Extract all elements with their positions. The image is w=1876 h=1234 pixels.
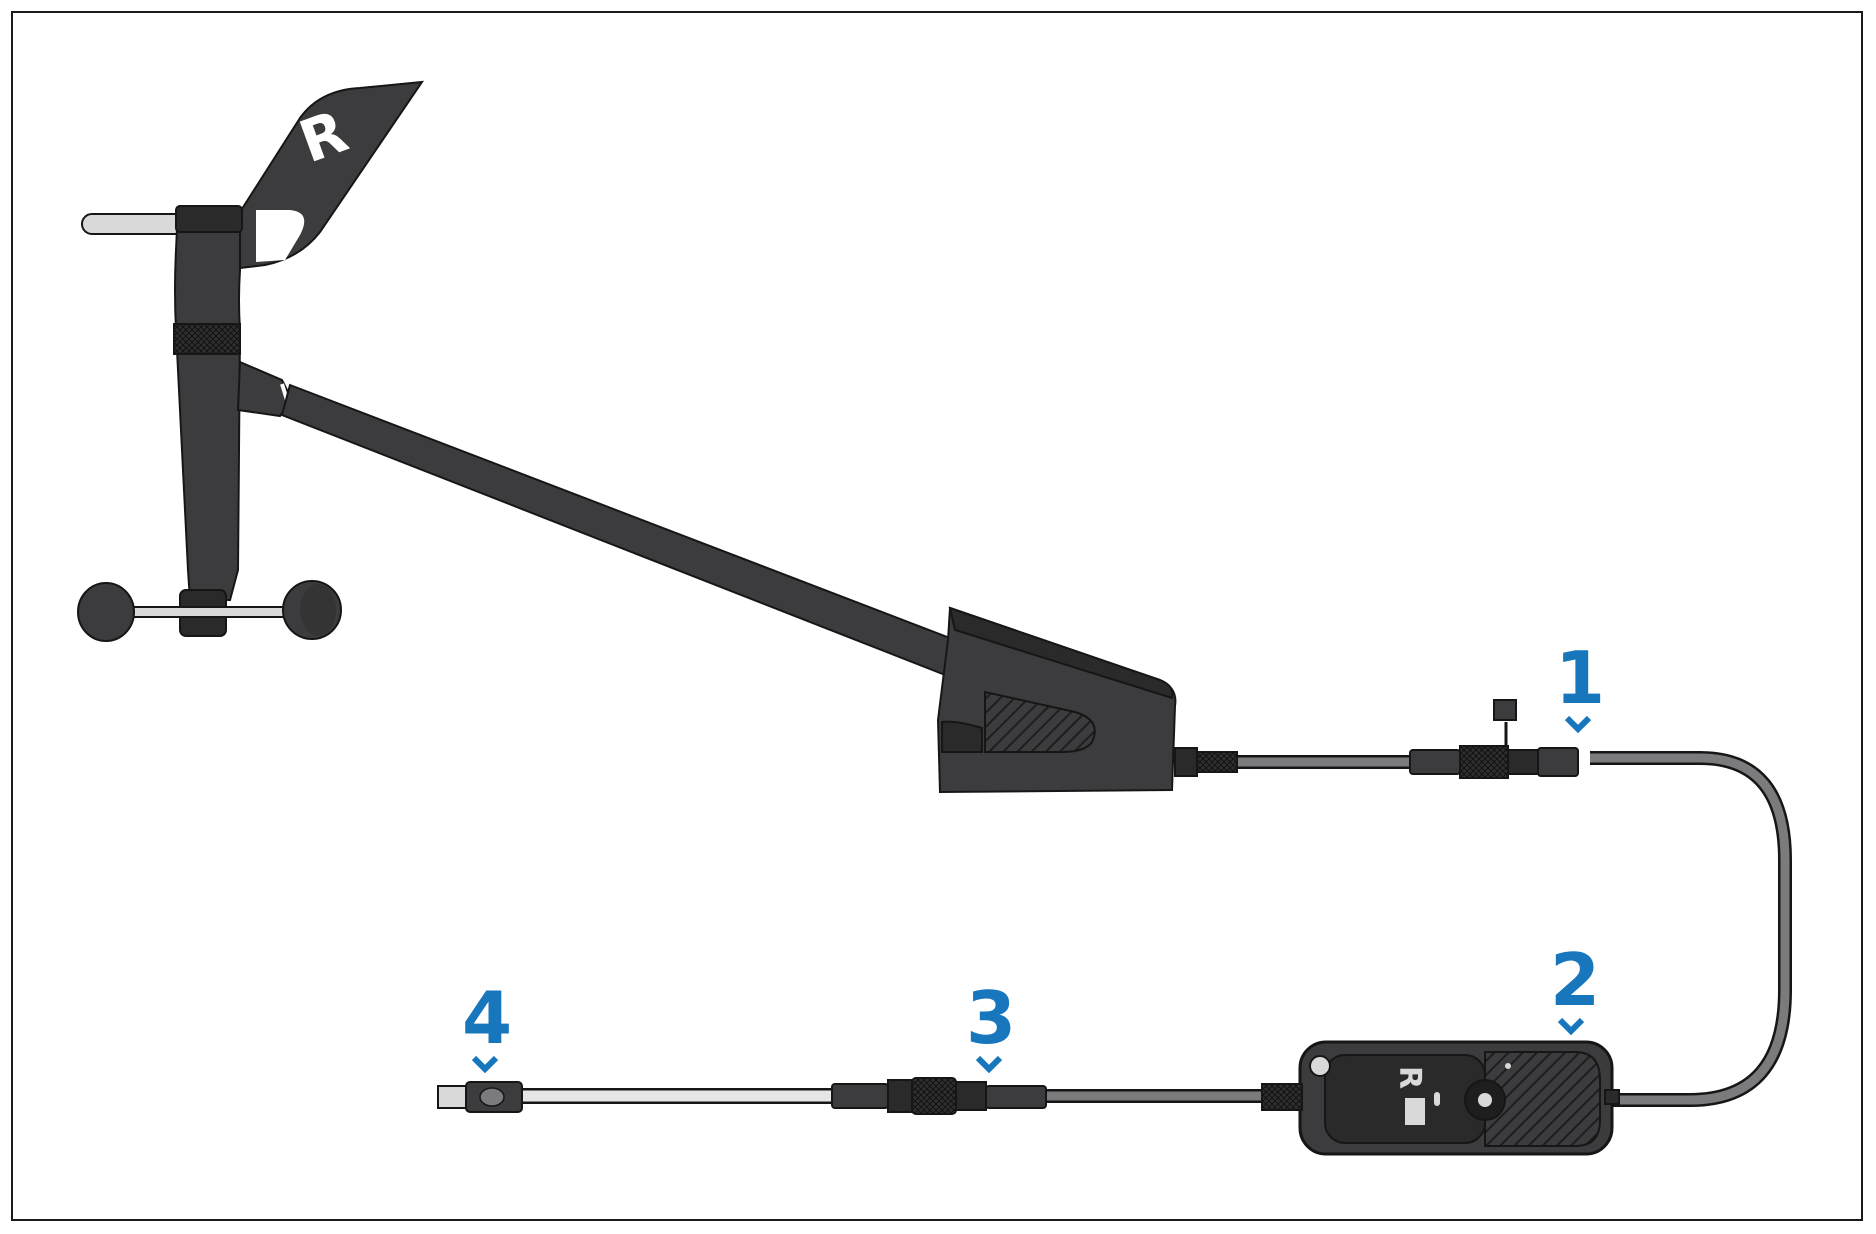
interface-logo-text: R <box>1392 1066 1427 1089</box>
connector-1 <box>1409 699 1579 779</box>
callout-label-2: 2 <box>1550 938 1600 1022</box>
mounting-base <box>936 606 1238 794</box>
loop-cable <box>1590 751 1792 1107</box>
callout-2: 2 <box>1550 938 1600 1036</box>
chevron-down-icon <box>1564 715 1592 734</box>
mast-arm <box>280 383 960 682</box>
callout-1: 1 <box>1555 636 1605 734</box>
raymarine-logo-icon: R <box>1392 1066 1427 1125</box>
connector-4 <box>437 1081 523 1113</box>
interface-module: R <box>1261 1040 1620 1156</box>
mast-body <box>174 207 242 601</box>
wind-vane: R <box>77 80 960 682</box>
callout-label-4: 4 <box>462 976 512 1060</box>
chevron-down-icon <box>1557 1017 1585 1036</box>
anemometer-cup-left <box>77 582 135 642</box>
callout-label-1: 1 <box>1555 636 1605 720</box>
callout-label-3: 3 <box>966 976 1016 1060</box>
chevron-down-icon <box>471 1055 499 1074</box>
base-grip <box>984 690 1096 753</box>
nose-rod <box>81 213 191 235</box>
knurled-band <box>173 323 241 355</box>
connector-3 <box>831 1077 1047 1115</box>
callout-3: 3 <box>966 976 1016 1074</box>
callout-4: 4 <box>462 976 512 1074</box>
chevron-down-icon <box>975 1055 1003 1074</box>
